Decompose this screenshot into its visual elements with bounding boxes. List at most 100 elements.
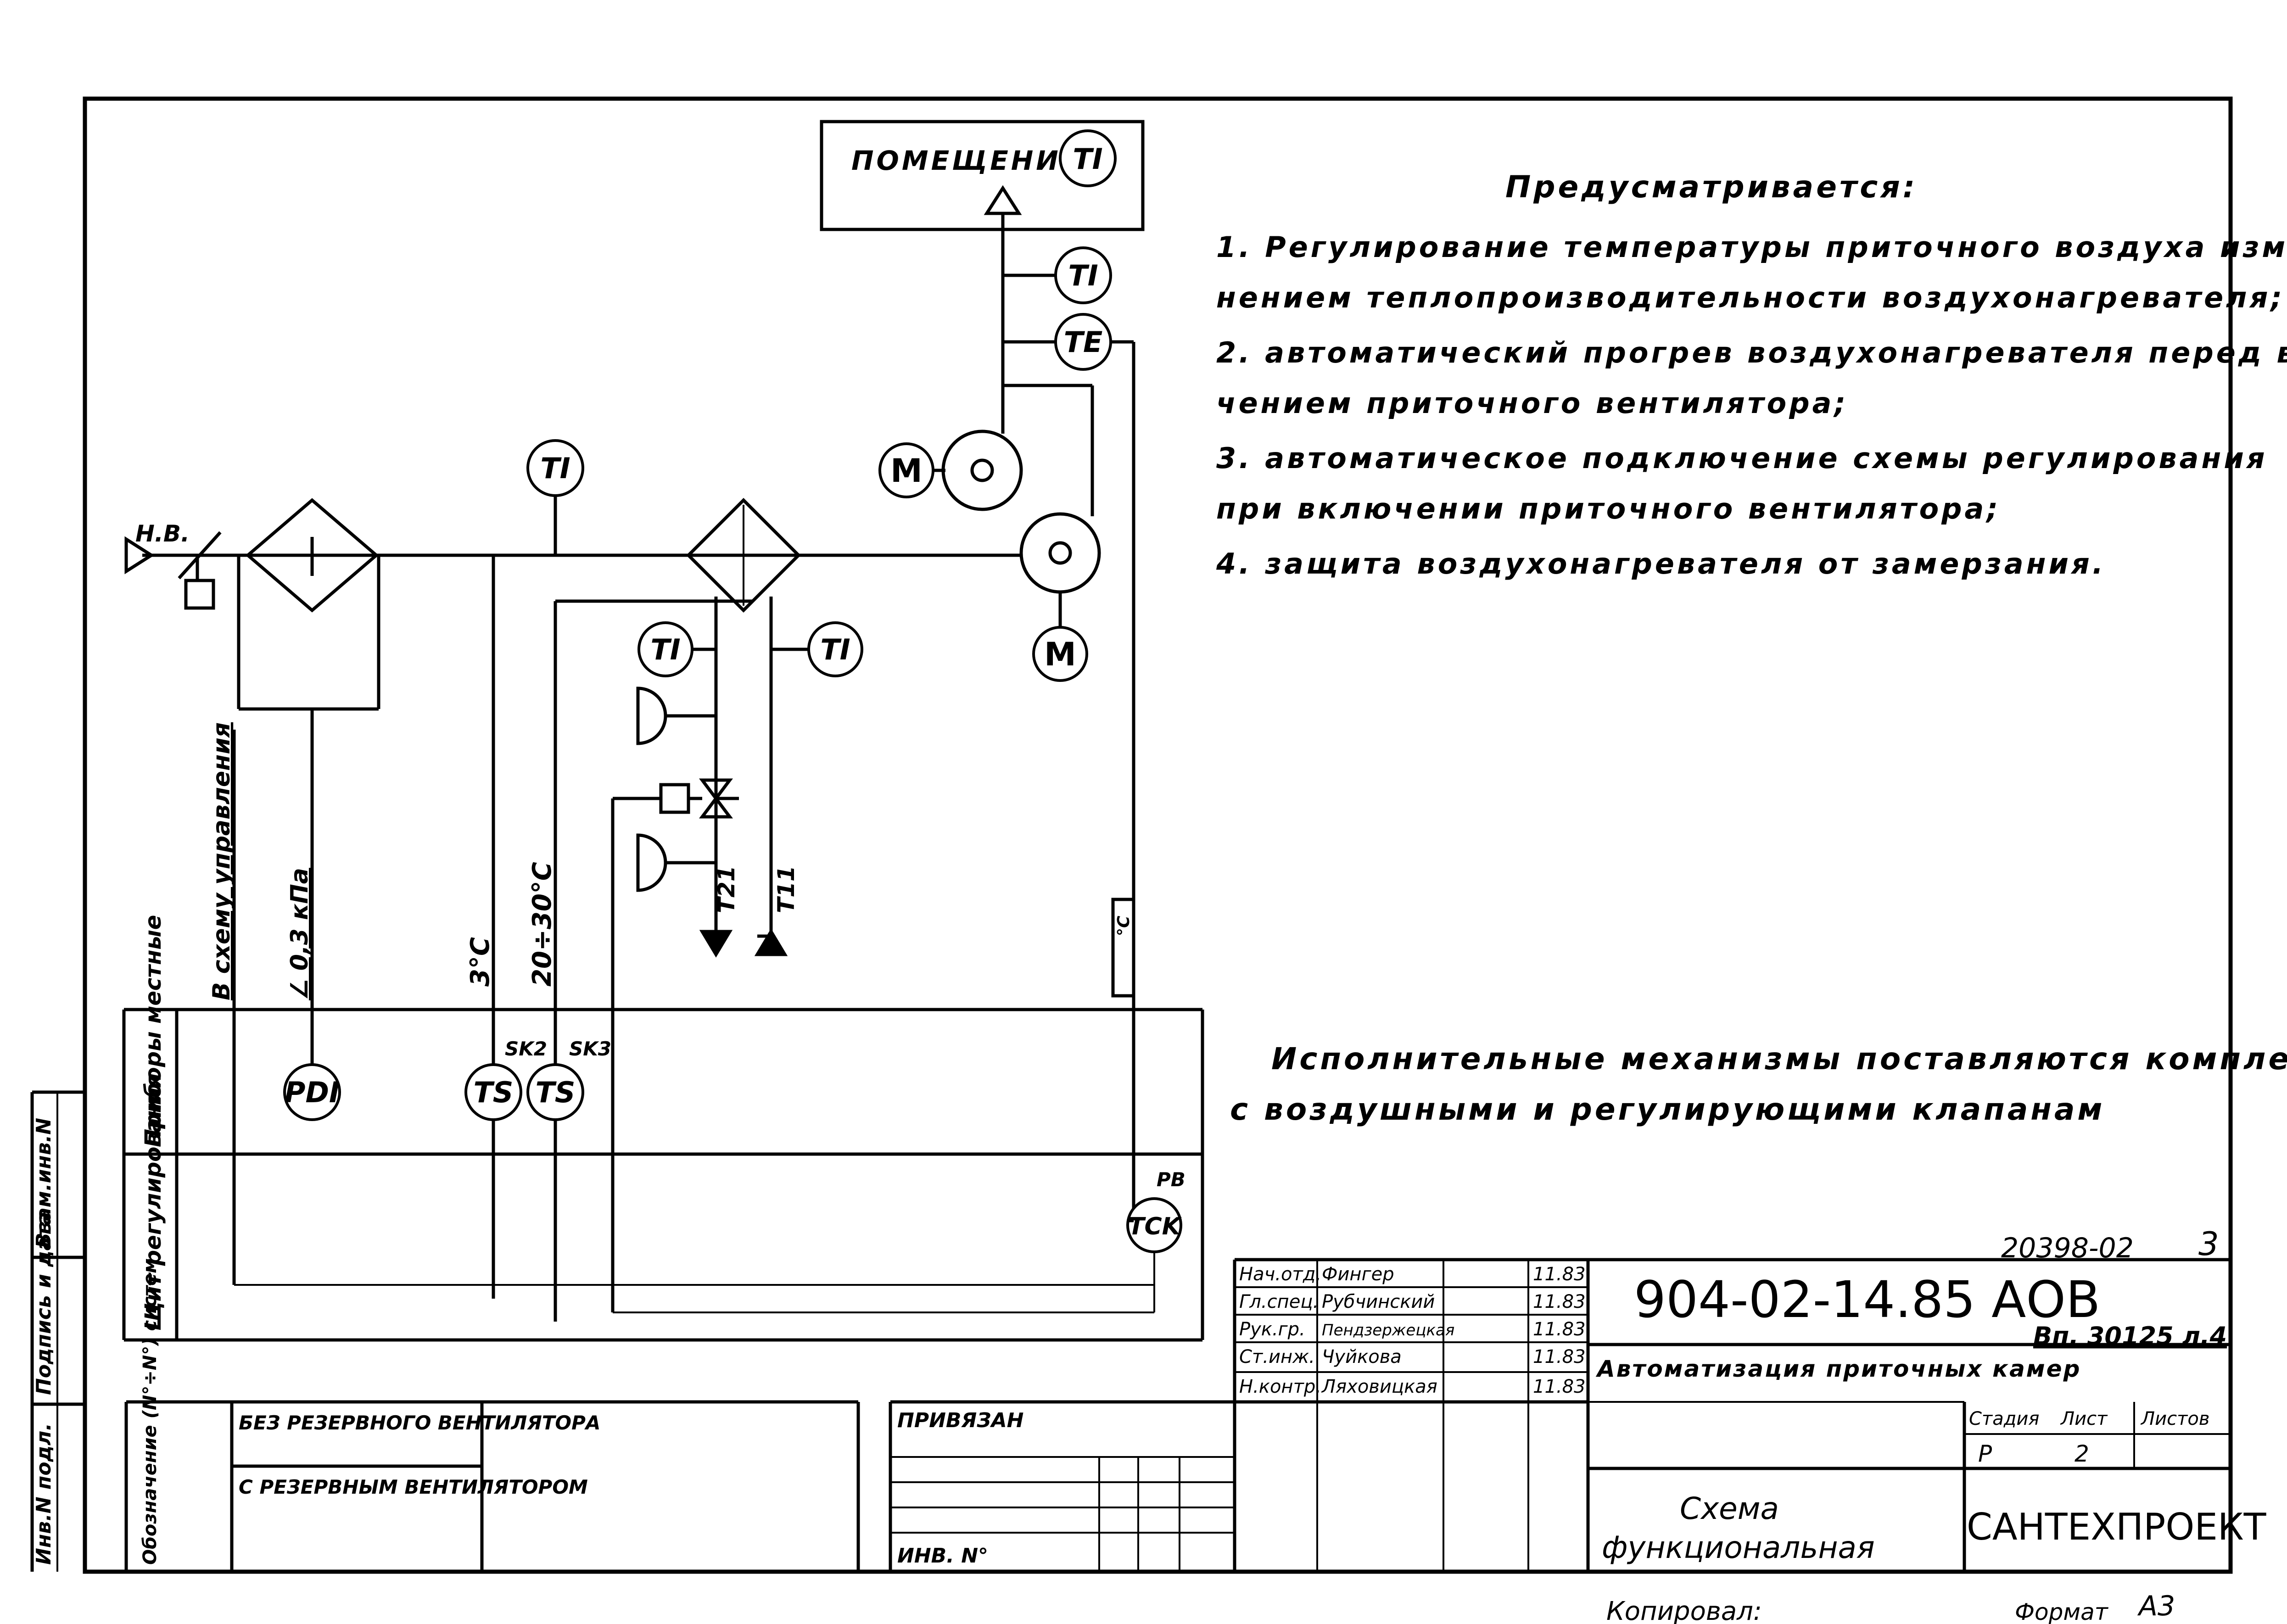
- diagram-title-2: функциональная: [1602, 1530, 1875, 1565]
- t11-label: T11: [773, 865, 800, 913]
- pressure-label: ∠ 0,3 кПа: [286, 868, 313, 1000]
- systems-row-2: С РЕЗЕРВНЫМ ВЕНТИЛЯТОРОМ: [239, 1476, 588, 1498]
- side-stamp-replace: Взам.инв.N: [32, 1118, 56, 1248]
- notes-heading: Предусматривается:: [1505, 169, 1918, 205]
- binding-label: ПРИВЯЗАН: [897, 1409, 1023, 1432]
- fan-main-motor-label: M: [890, 452, 923, 490]
- side-stamp: Инв.N подл. Подпись и дата Взам.инв.N: [30, 1090, 85, 1572]
- sheets-label: Листов: [2140, 1408, 2209, 1429]
- mid-ti-instrument: [526, 439, 584, 497]
- ts1-tag: TS: [474, 1076, 514, 1109]
- pdi-tag: PDI: [285, 1076, 340, 1109]
- sensor-box: [1111, 898, 1135, 998]
- stage-label: Стадия: [1969, 1408, 2039, 1429]
- systems-table: Обозначение (N°÷N°) систем БЕЗ РЕЗЕРВНОГ…: [124, 1258, 860, 1572]
- supply-note-1: Исполнительные механизмы поставляются ко…: [1271, 1041, 2287, 1077]
- fan-main: M: [878, 384, 1094, 511]
- row-control-panel: Щит регулирования: [140, 1073, 166, 1331]
- pressure-gauge-lower: [636, 833, 667, 892]
- mid-ti-tag: TI: [540, 452, 570, 485]
- pb-label: PB: [1157, 1168, 1185, 1191]
- note-line-1: 1. Регулирование температуры приточного …: [1216, 230, 2287, 264]
- diagram-title-1: Схема: [1680, 1491, 1779, 1526]
- tck-tag: TCK: [1128, 1213, 1182, 1240]
- staff-date-1: 11.83: [1533, 1264, 1586, 1285]
- return-ti-tag: TI: [650, 633, 680, 666]
- copied-by: Копировал:: [1606, 1596, 1762, 1624]
- format-label: Формат: [2015, 1599, 2109, 1624]
- outdoor-damper-label: Н.В.: [135, 520, 190, 547]
- rows-area: Приборы местные Щит регулирования: [122, 915, 1204, 1342]
- air-heater: [686, 498, 801, 613]
- supply-ti-instrument: [1054, 246, 1112, 304]
- control-valve: [611, 778, 739, 1312]
- room-box: ПОМЕЩЕНИЕ TI: [820, 120, 1145, 231]
- t21-arrow: [699, 930, 733, 958]
- note-line-6: при включении приточного вентилятора;: [1216, 492, 2001, 525]
- stage-value: Р: [1978, 1440, 1992, 1467]
- t11-arrow: [754, 928, 788, 956]
- sensor-box-label: °C: [1114, 915, 1133, 936]
- supply-water-ti-tag: TI: [820, 633, 850, 666]
- t21-label: T21: [713, 865, 740, 913]
- staff-name-5: Ляховицкая: [1321, 1376, 1437, 1397]
- note-line-2: нением теплопроизводительности воздухона…: [1216, 281, 2285, 314]
- room-ti-instrument: [1059, 129, 1117, 187]
- inv-label: ИНВ. N°: [897, 1544, 988, 1568]
- drawing-frame: [83, 96, 2233, 1574]
- ts2-tag: TS: [536, 1076, 576, 1109]
- sheet-number: 3: [2198, 1225, 2219, 1263]
- organization: САНТЕХПРОЕКТ: [1967, 1506, 2267, 1548]
- staff-role-5: Н.контр.: [1239, 1376, 1321, 1397]
- note-line-3: 2. автоматический прогрев воздухонагрева…: [1216, 336, 2287, 369]
- staff-role-3: Рук.гр.: [1239, 1319, 1305, 1340]
- ts2-instrument: [526, 1063, 584, 1121]
- sheet-value: 2: [2075, 1440, 2089, 1467]
- staff-date-5: 11.83: [1533, 1376, 1586, 1397]
- sk3-label: SK3: [569, 1038, 611, 1060]
- binding-block: ПРИВЯЗАН ИНВ. N°: [889, 1400, 1588, 1572]
- note-line-4: чением приточного вентилятора;: [1216, 386, 1848, 420]
- side-stamp-sign: Подпись и дата: [32, 1211, 56, 1395]
- systems-row-1: БЕЗ РЕЗЕРВНОГО ВЕНТИЛЯТОРА: [239, 1412, 600, 1434]
- outdoor-damper: Н.В.: [124, 520, 222, 610]
- fan-reserve-motor: [1032, 626, 1088, 682]
- temp-20-30-label: 20÷30°C: [527, 862, 557, 987]
- staff-name-3: Пендзержецкая: [1322, 1321, 1454, 1339]
- room-ti-tag: TI: [1073, 142, 1102, 176]
- project-title: Автоматизация приточных камер: [1595, 1356, 2081, 1382]
- supply-water-ti-instrument: [807, 621, 863, 677]
- note-line-5: 3. автоматическое подключение схемы регу…: [1216, 441, 2268, 475]
- staff-name-4: Чуйкова: [1322, 1346, 1402, 1367]
- note-line-7: 4. защита воздухонагревателя от замерзан…: [1216, 547, 2106, 580]
- room-label: ПОМЕЩЕНИЕ: [851, 145, 1082, 176]
- title-block: Нач.отд. Фингер 11.83 Гл.спец. Рубчински…: [1233, 1225, 2267, 1572]
- fan-main-motor: [878, 442, 934, 498]
- supply-te-tag: TE: [1064, 325, 1103, 359]
- filter: [237, 498, 380, 711]
- staff-name-2: Рубчинский: [1322, 1291, 1435, 1312]
- row-local-instruments: Приборы местные: [140, 915, 166, 1147]
- fan-reserve: M: [1019, 459, 1101, 682]
- fan-reserve-motor-label: M: [1044, 636, 1076, 673]
- sk2-label: SK2: [505, 1038, 547, 1060]
- pdi-instrument: [283, 1063, 341, 1121]
- staff-role-1: Нач.отд.: [1239, 1264, 1321, 1285]
- tck-instrument: [1126, 1197, 1182, 1253]
- staff-name-1: Фингер: [1322, 1264, 1394, 1285]
- drawing-number: 904-02-14.85 АОВ: [1634, 1270, 2100, 1329]
- staff-role-4: Ст.инж.: [1239, 1346, 1315, 1367]
- return-ti-instrument: [637, 621, 693, 677]
- supply-ti-tag: TI: [1068, 259, 1098, 292]
- ts1-instrument: [464, 1063, 522, 1121]
- sheet-code: 20398-02: [2001, 1232, 2134, 1264]
- pressure-gauge-upper: [636, 686, 667, 745]
- staff-date-4: 11.83: [1533, 1346, 1586, 1367]
- control-label: В схему управления: [208, 722, 235, 1000]
- side-stamp-inv: Инв.N подл.: [32, 1423, 56, 1565]
- temp-3c-label: 3°C: [465, 937, 495, 987]
- staff-date-3: 11.83: [1533, 1319, 1586, 1340]
- sheet-label: Лист: [2060, 1408, 2108, 1429]
- supply-note-2: с воздушными и регулирующими клапанам: [1230, 1092, 2105, 1127]
